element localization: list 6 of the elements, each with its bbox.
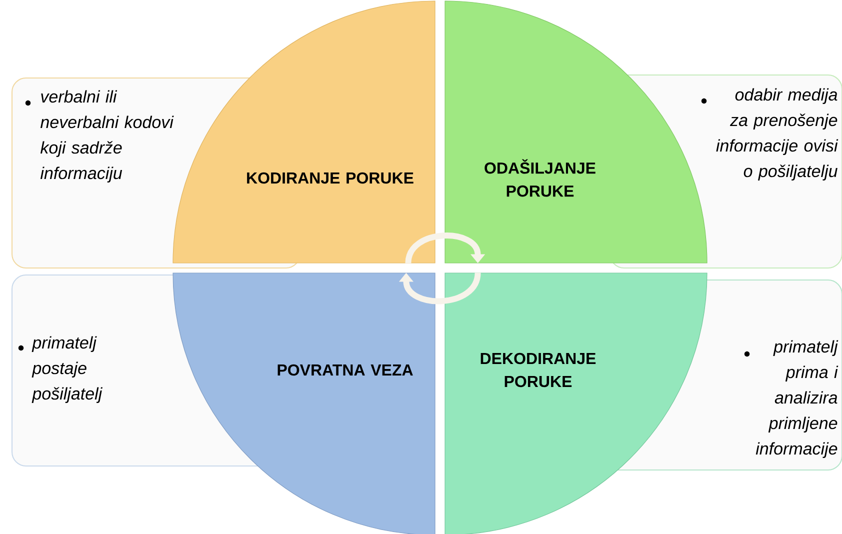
cycle-arrow [405, 232, 486, 264]
quadrant: POVRATNA VEZA [172, 272, 436, 534]
quadrant: ODAŠILJANJE PORUKE [444, 0, 708, 264]
quadrant: DEKODIRANJE PORUKE [444, 272, 708, 534]
cycle-arrow [398, 272, 481, 304]
quadrant: KODIRANJE PORUKE [172, 0, 436, 264]
